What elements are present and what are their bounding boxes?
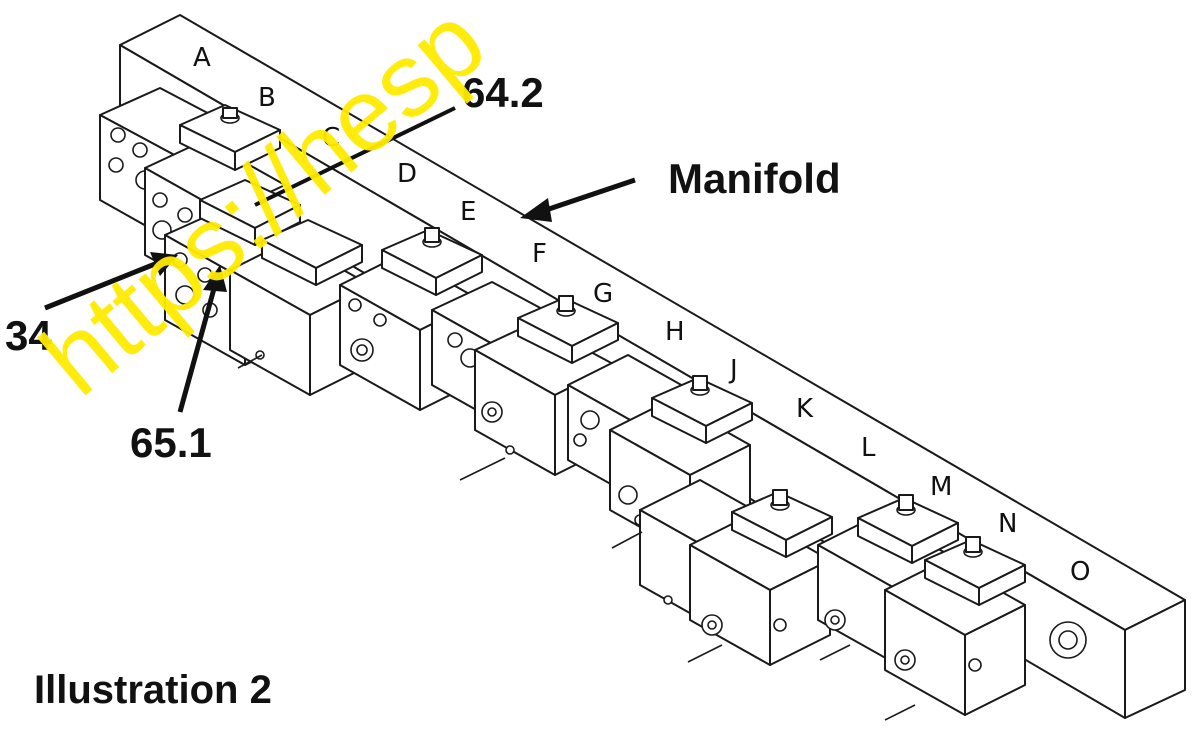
valve-block-n [884, 536, 1026, 716]
callout-65-1: 65.1 [130, 419, 212, 466]
label-g: G [593, 279, 613, 309]
arrow-manifold [520, 177, 636, 222]
valve-block-l [689, 489, 833, 666]
label-b: B [258, 83, 276, 113]
label-a: A [193, 43, 211, 73]
callout-64-2: 64.2 [462, 69, 544, 116]
label-n: N [998, 509, 1017, 539]
label-m: M [930, 472, 952, 502]
arrow-65-1 [177, 265, 227, 413]
arrow-34 [44, 252, 178, 311]
label-l: L [861, 433, 876, 463]
callout-34: 34 [5, 312, 52, 359]
label-o: O [1070, 557, 1090, 587]
leader-ticks [237, 354, 916, 721]
label-d: D [397, 159, 417, 189]
label-k: K [796, 394, 814, 424]
label-f: F [532, 239, 547, 269]
callout-manifold: Manifold [668, 155, 841, 202]
illustration-caption: Illustration 2 [34, 668, 272, 712]
manifold-port-o [1049, 621, 1087, 659]
label-e: E [460, 197, 476, 227]
arrow-64-2 [254, 106, 456, 207]
label-c: C [322, 123, 340, 153]
label-h: H [665, 317, 685, 347]
label-j: J [728, 355, 738, 385]
